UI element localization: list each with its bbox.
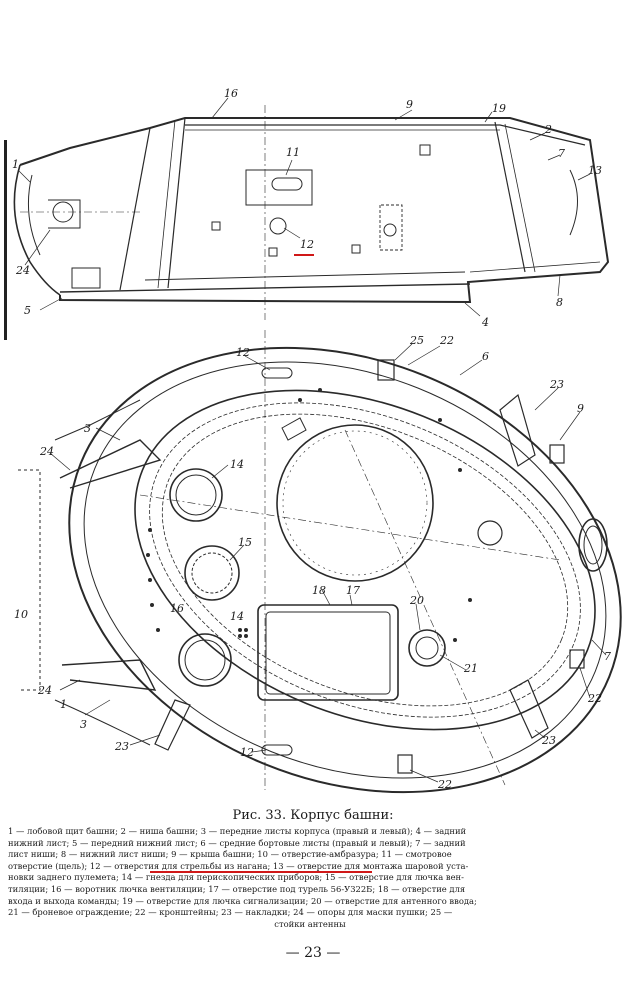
label: 1 [12,158,19,171]
label: 21 [463,662,478,675]
legend-line: 21 — броневое ограждение; 22 — кронштейн… [8,907,453,918]
figure-legend: 1 — лобовой щит башни; 2 — ниша башни; 3… [8,826,612,930]
label: 1 [60,698,67,711]
legend-line: лист ниши; 8 — нижний лист ниши; 9 — кры… [8,849,452,860]
label: 12 [240,746,254,759]
label: 7 [604,650,611,663]
page-number: — 23 — [285,945,341,961]
legend-highlight [150,871,372,873]
label: 25 [409,334,424,347]
label: 14 [230,610,244,623]
label: 2 [544,123,552,136]
legend-line: тиляции; 16 — воротник лючка вентиляции;… [8,883,466,894]
side-view [13,97,610,320]
label: 24 [15,264,30,277]
label: 20 [409,594,424,607]
top-view [18,330,622,794]
legend-line: 1 — лобовой щит башни; 2 — ниша башни; 3… [8,826,467,836]
margin-mark [4,140,7,340]
label: 7 [558,147,565,160]
label: 23 [549,378,564,391]
label: 8 [556,296,563,309]
label: 4 [481,316,489,329]
legend-line: отверстие (щель); 12 — отверстия для стр… [8,860,469,871]
label: 9 [406,98,413,111]
label: 12 [300,238,314,251]
label: 16 [170,602,184,615]
label: 22 [437,778,452,791]
label: 12 [236,346,250,359]
label: 13 [588,164,602,177]
label: 23 [541,734,556,747]
label: 23 [114,740,129,753]
top-view-labels: 12 25 22 6 23 3 9 24 14 15 10 16 17 18 2… [14,334,611,791]
highlight-underline [294,254,314,256]
legend-line: стойки антенны [274,918,346,929]
turret-drawing: 16 9 19 2 7 13 11 12 1 24 5 4 8 12 25 22… [12,87,622,794]
label: 17 [346,584,360,597]
label: 9 [577,402,584,415]
label: 14 [230,458,244,471]
label: 24 [37,684,52,697]
label: 3 [80,718,87,731]
label: 16 [224,87,238,100]
side-view-labels: 16 9 19 2 7 13 11 12 1 24 5 4 8 [12,87,602,329]
label: 3 [84,422,91,435]
label: 5 [24,304,31,317]
legend-line: нижний лист; 5 — передний нижний лист; 6… [8,837,466,848]
label: 22 [439,334,454,347]
label: 6 [482,350,489,363]
legend-line: входа и выхода команды; 19 — отверстие д… [8,895,477,906]
label: 22 [587,692,602,705]
label: 11 [286,146,300,159]
label: 24 [39,445,54,458]
label: 10 [14,608,28,621]
legend-line: новки заднего пулемета; 14 — гнезда для … [8,872,464,883]
figure-caption: Рис. 33. Корпус башни: [232,808,394,823]
label: 18 [312,584,326,597]
label: 15 [238,536,252,549]
label: 19 [492,102,506,115]
